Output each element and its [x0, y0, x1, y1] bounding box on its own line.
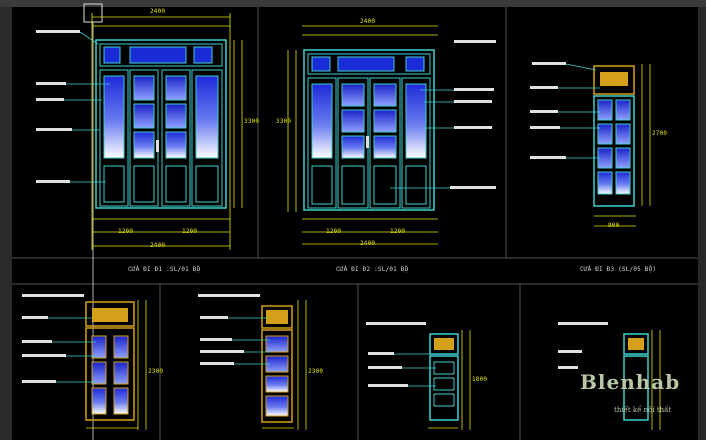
- d3-height-dim: 2700: [652, 130, 668, 137]
- d1-top-dim: 2400: [150, 8, 166, 15]
- d2-top-dim: 2400: [360, 18, 376, 25]
- viewport-left-bar: [0, 7, 12, 440]
- d1-bottom-left-dim: 1200: [118, 228, 134, 235]
- caption-door-d1: CỬA ĐI Đ1 :SL/01 BỘ: [128, 266, 201, 273]
- d2-bottom-right-dim: 1200: [390, 228, 406, 235]
- door-d2-elevation: [287, 25, 496, 245]
- d1-bottom-right-dim: 1200: [182, 228, 198, 235]
- d2-height-dim: 3300: [276, 118, 292, 125]
- d1-height-dim: 3300: [244, 118, 260, 125]
- door-d4-elevation: [22, 294, 147, 430]
- door-d5-elevation: [198, 294, 307, 430]
- d2-bottom-dim: 2400: [360, 240, 376, 247]
- door-d3-elevation: [530, 62, 651, 227]
- brand-logo: Blenhab thiết kế nội thất: [574, 368, 684, 428]
- d3-bottom-dim: 900: [608, 222, 620, 229]
- d1-bottom-dim: 2400: [150, 242, 166, 249]
- sheet-grid-lines: [12, 7, 698, 440]
- d6-height-dim: 1800: [472, 376, 488, 383]
- selection-box: [83, 3, 103, 23]
- door-d7-elevation: [558, 322, 661, 430]
- d5-height-dim: 2300: [308, 368, 324, 375]
- logo-title: Blenhab: [580, 370, 681, 394]
- d2-bottom-left-dim: 1200: [326, 228, 342, 235]
- logo-subtitle: thiết kế nội thất: [614, 406, 672, 414]
- door-d6-elevation: [366, 322, 471, 430]
- d4-height-dim: 2300: [148, 368, 164, 375]
- viewport-right-bar: [698, 7, 706, 440]
- viewport-top-bar: [0, 0, 706, 7]
- door-d1-elevation: [36, 13, 243, 250]
- caption-door-d2: CỬA ĐI Đ2 :SL/01 BỘ: [336, 266, 409, 273]
- caption-door-d3: CỬA ĐI Đ3 (SL/05 BỘ): [580, 266, 657, 273]
